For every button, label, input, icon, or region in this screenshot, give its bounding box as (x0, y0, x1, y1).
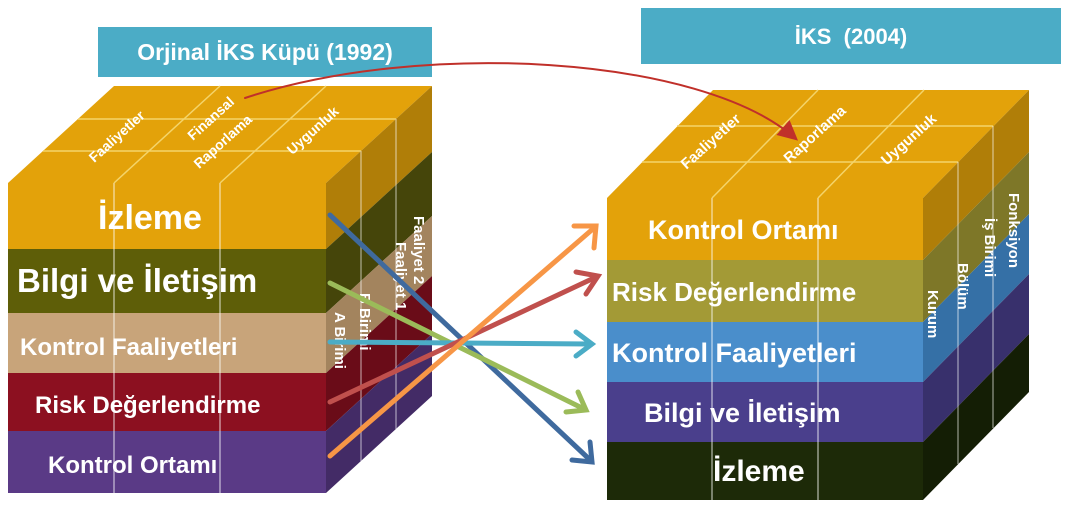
left-title: Orjinal İKS Küpü (1992) (137, 39, 393, 65)
left-label-bilgi: Bilgi ve İletişim (17, 262, 257, 299)
arrow-kontrol-ortami-head (571, 223, 599, 251)
right-side-label-fonksiyon: Fonksiyon (1005, 193, 1022, 268)
left-row-kontrol-faaliyetleri (8, 313, 326, 373)
right-title-box (641, 8, 1061, 64)
right-side-1 (923, 90, 1029, 260)
right-cube: İKS (2004) Faaliyetler Raporlama Uygunlu… (607, 8, 1061, 500)
left-side-2 (326, 152, 432, 313)
left-cube: Orjinal İKS Küpü (1992) Faaliyetler Fina… (8, 25, 434, 493)
right-label-bilgi: Bilgi ve İletişim (644, 398, 841, 428)
left-label-risk: Risk Değerlendirme (35, 392, 260, 419)
right-side-2 (923, 152, 1029, 322)
right-row-kontrol-ortami (607, 198, 923, 260)
left-row-risk (8, 373, 326, 431)
mapping-arrows (244, 62, 799, 465)
left-side-1 (326, 86, 432, 249)
left-label-izleme: İzleme (98, 199, 202, 237)
arrow-bilgi-head (563, 389, 590, 415)
left-cube-top-face (8, 86, 432, 183)
left-row-bilgi (8, 249, 326, 313)
right-side-label-is-birimi: İş Birimi (981, 218, 998, 277)
left-side-3 (326, 216, 432, 373)
right-row-izleme (607, 442, 923, 500)
left-label-kontrol-faaliyetleri: Kontrol Faaliyetleri (20, 334, 237, 361)
arrow-risk-head (573, 269, 603, 297)
right-row-risk (607, 260, 923, 322)
arrow-kontrol-faaliyetleri-head (573, 329, 597, 359)
left-side-label-faaliyet-1: Faaliyet 1 (392, 242, 409, 310)
left-label-kontrol-ortami: Kontrol Ortamı (48, 452, 217, 479)
right-side-label-bolum: Bölüm (954, 263, 971, 310)
arrow-kontrol-ortami (327, 225, 597, 459)
arrow-izleme-head (569, 439, 595, 465)
right-side-5 (923, 334, 1029, 500)
right-row-bilgi (607, 382, 923, 442)
right-cube-top-face (607, 90, 1029, 198)
left-side-label-faaliyet-2: Faaliyet 2 (410, 216, 427, 284)
right-title: İKS (2004) (795, 24, 908, 49)
right-row-kontrol-faaliyetleri (607, 322, 923, 382)
right-side-4 (923, 274, 1029, 442)
arrow-title-to-raporlama (244, 62, 799, 141)
left-side-label-b-birimi: B Birimi (356, 293, 373, 351)
arrow-izleme (327, 212, 591, 461)
right-side-3 (923, 214, 1029, 382)
right-label-izleme: İzleme (713, 455, 805, 488)
left-row-izleme (8, 183, 326, 249)
right-label-kontrol-ortami: Kontrol Ortamı (648, 215, 839, 245)
right-side-label-kurum: Kurum (924, 290, 941, 338)
right-label-risk: Risk Değerlendirme (612, 277, 856, 307)
left-row-kontrol-ortami (8, 431, 326, 493)
right-label-kontrol-faaliyetleri: Kontrol Faaliyetleri (612, 338, 857, 368)
